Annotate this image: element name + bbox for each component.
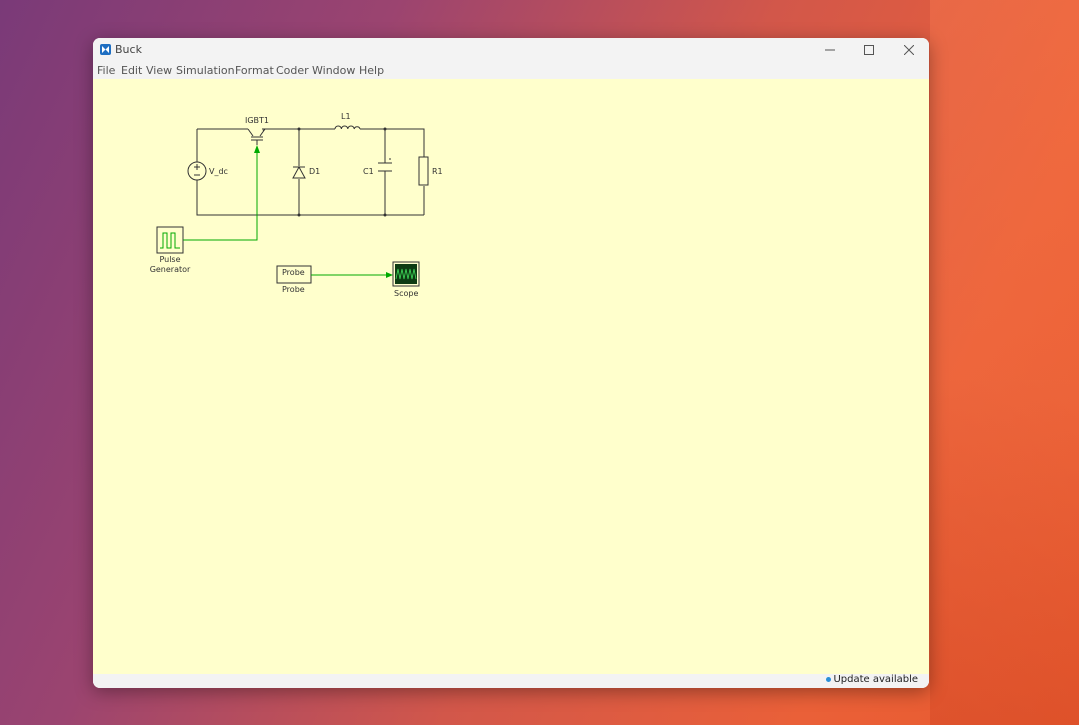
capacitor-label: C1 [363, 167, 374, 176]
menu-file[interactable]: File [97, 64, 116, 77]
menu-format[interactable]: Format [235, 64, 274, 77]
scope-icon [392, 261, 420, 287]
maximize-icon [864, 45, 874, 55]
minimize-icon [825, 49, 835, 51]
menu-coder[interactable]: Coder [276, 64, 309, 77]
pulse-generator-label: Pulse Generator [149, 255, 191, 274]
update-dot-icon [826, 677, 832, 682]
gate-signal-arrow [254, 145, 260, 153]
desktop-wallpaper [930, 0, 1079, 725]
inductor-symbol [334, 125, 361, 130]
wire-bottom-rail [196, 180, 424, 216]
title-bar[interactable]: Buck [93, 38, 929, 62]
schematic-canvas[interactable]: IGBT1 L1 V_dc D1 C1 R1 Pulse Generator P… [93, 79, 929, 674]
probe-label: Probe [282, 285, 305, 294]
menu-bar: File Edit View Simulation Format Coder W… [93, 62, 929, 79]
update-available-notice[interactable]: Update available [826, 674, 918, 685]
close-button[interactable] [889, 38, 929, 62]
igbt-symbol [247, 128, 267, 145]
gate-signal-wire [183, 151, 258, 241]
menu-window[interactable]: Window [312, 64, 356, 77]
probe-signal-arrow [386, 272, 393, 278]
capacitor-symbol [378, 158, 392, 172]
resistor-symbol [418, 156, 429, 186]
desktop-wallpaper-accent [930, 380, 1079, 725]
junction-dot [383, 127, 387, 131]
dc-source-symbol [187, 161, 207, 181]
window-title: Buck [115, 43, 142, 56]
pulse-generator-icon [156, 226, 184, 254]
diode-label: D1 [309, 167, 321, 176]
inductor-label: L1 [341, 112, 351, 121]
igbt-label: IGBT1 [245, 116, 270, 125]
junction-dot [297, 213, 301, 217]
junction-dot [297, 127, 301, 131]
menu-simulation[interactable]: Simulation [176, 64, 235, 77]
maximize-button[interactable] [849, 38, 889, 62]
close-icon [904, 45, 914, 55]
vdc-label: V_dc [209, 167, 228, 176]
app-logo-icon [100, 44, 111, 55]
menu-edit[interactable]: Edit [121, 64, 143, 77]
menu-help[interactable]: Help [359, 64, 385, 77]
status-bar: Update available [93, 674, 929, 688]
junction-dot [383, 213, 387, 217]
update-text: Update available [833, 674, 918, 685]
scope-label: Scope [394, 289, 419, 298]
wire-inductor-load [360, 128, 425, 157]
schematic-drawing [156, 125, 429, 287]
minimize-button[interactable] [810, 38, 850, 62]
diode-symbol [292, 165, 306, 179]
menu-view[interactable]: View [146, 64, 173, 77]
probe-block-text: Probe [282, 268, 305, 277]
resistor-label: R1 [432, 167, 443, 176]
app-window: Buck File Edit View Simulation Format Co… [93, 38, 929, 688]
